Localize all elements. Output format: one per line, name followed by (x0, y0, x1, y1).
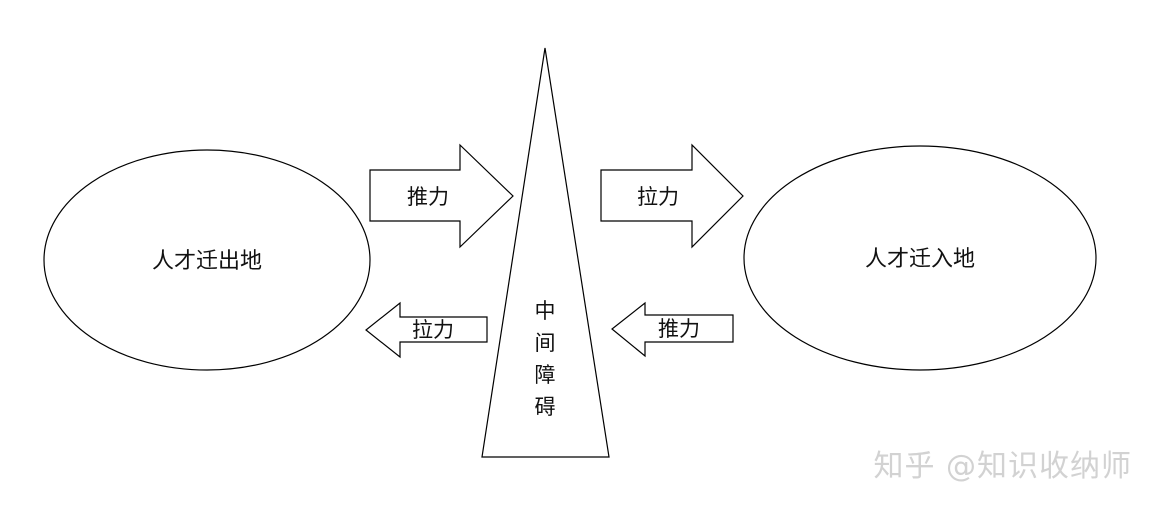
origin-push-label: 推力 (407, 185, 449, 209)
destination-push-arrow: 推力 (611, 301, 734, 358)
barrier-label-char-4: 碍 (535, 395, 556, 419)
destination-ellipse (743, 145, 1097, 371)
barrier-triangle (481, 47, 610, 458)
origin-push-arrow: 推力 (369, 143, 514, 249)
barrier-label-char-3: 障 (535, 363, 556, 387)
destination-push-arrow-shape (611, 301, 734, 358)
origin-node: 人才迁出地 (43, 149, 371, 371)
origin-label: 人才迁出地 (152, 249, 262, 274)
origin-pull-arrow-shape (365, 301, 488, 359)
destination-pull-arrow-shape (600, 143, 744, 249)
origin-push-arrow-shape (369, 143, 514, 249)
destination-pull-label: 拉力 (637, 185, 679, 209)
barrier-label-char-1: 中 (535, 299, 556, 323)
origin-ellipse (43, 149, 371, 371)
watermark-text: 知乎 @知识收纳师 (873, 449, 1132, 484)
destination-push-label: 推力 (658, 317, 700, 341)
barrier-node: 中 间 障 碍 (481, 47, 610, 458)
barrier-label-char-2: 间 (535, 331, 556, 355)
origin-pull-label: 拉力 (412, 318, 454, 342)
destination-node: 人才迁入地 (743, 145, 1097, 371)
origin-pull-arrow: 拉力 (365, 301, 488, 359)
destination-label: 人才迁入地 (865, 247, 975, 272)
destination-pull-arrow: 拉力 (600, 143, 744, 249)
